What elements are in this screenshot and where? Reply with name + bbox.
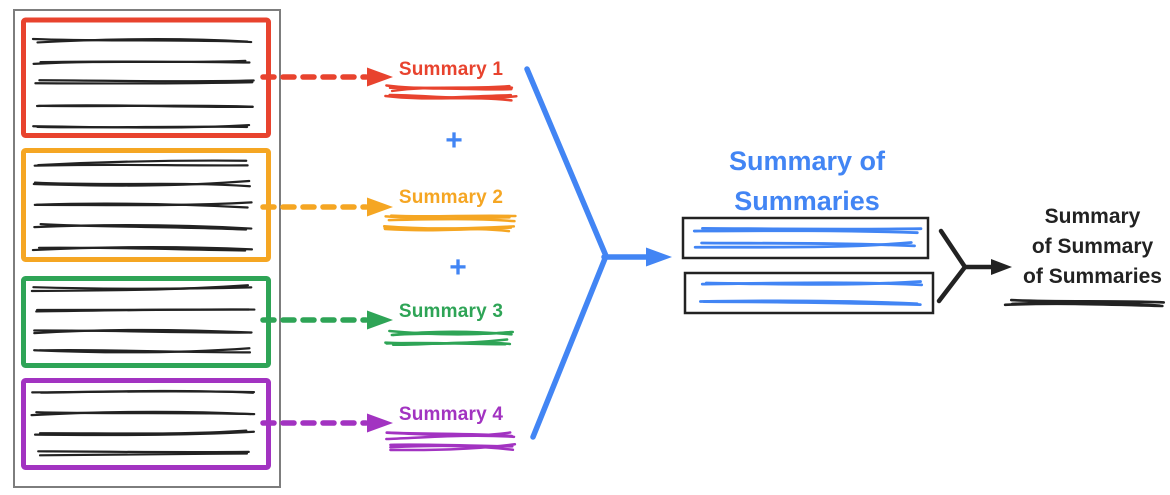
summary-of-summaries-box-1 bbox=[681, 216, 930, 260]
summary-of-summaries-box-2 bbox=[683, 271, 935, 315]
summary1-label: Summary 1 bbox=[398, 59, 504, 80]
summary-of-summaries-title: Summary of Summaries bbox=[672, 141, 942, 221]
arrow-yellow-head bbox=[367, 197, 393, 217]
merge-black-chevron bbox=[936, 228, 968, 304]
merge-blue-head bbox=[646, 247, 672, 267]
final-summary-scribble bbox=[1003, 298, 1166, 308]
arrow-red-head bbox=[367, 67, 393, 87]
plus-sign-1: + bbox=[445, 124, 463, 157]
final-line-3: of Summaries bbox=[1023, 265, 1162, 288]
final-line-1: Summary bbox=[1044, 205, 1141, 228]
final-summary-label: Summary of Summary of Summaries bbox=[1005, 202, 1170, 292]
box2-blue-scribble bbox=[699, 280, 924, 307]
doc-text-scribbles-green bbox=[30, 284, 256, 354]
title-line-1: Summary of bbox=[728, 146, 886, 176]
summary2-label: Summary 2 bbox=[398, 187, 504, 208]
arrow-green-head bbox=[367, 310, 393, 330]
arrow-merge-blue bbox=[524, 66, 672, 440]
arrow-yellow-dashed bbox=[260, 197, 393, 217]
summary4-label: Summary 4 bbox=[398, 404, 504, 425]
title-line-2: Summaries bbox=[734, 186, 880, 216]
doc-text-scribbles-yellow bbox=[31, 159, 254, 252]
summary1-scribble bbox=[384, 84, 518, 102]
summary3-label: Summary 3 bbox=[398, 301, 504, 322]
arrow-purple-head bbox=[367, 413, 393, 433]
summary2-scribble bbox=[382, 214, 517, 233]
arrow-purple-dashed bbox=[260, 413, 393, 433]
merge-blue-chevron bbox=[524, 66, 609, 440]
arrow-red-dashed bbox=[260, 67, 393, 87]
final-line-2: of Summary bbox=[1031, 235, 1154, 258]
plus-sign-2: + bbox=[449, 251, 467, 284]
summary3-scribble bbox=[384, 329, 515, 347]
box1-blue-scribble bbox=[692, 226, 923, 249]
arrow-merge-black bbox=[936, 228, 1012, 304]
merge-black-head bbox=[991, 259, 1012, 275]
doc-text-scribbles-red bbox=[31, 37, 255, 129]
arrow-green-dashed bbox=[260, 310, 393, 330]
doc-text-scribbles-purple bbox=[30, 389, 256, 457]
summary4-scribble bbox=[385, 431, 517, 452]
